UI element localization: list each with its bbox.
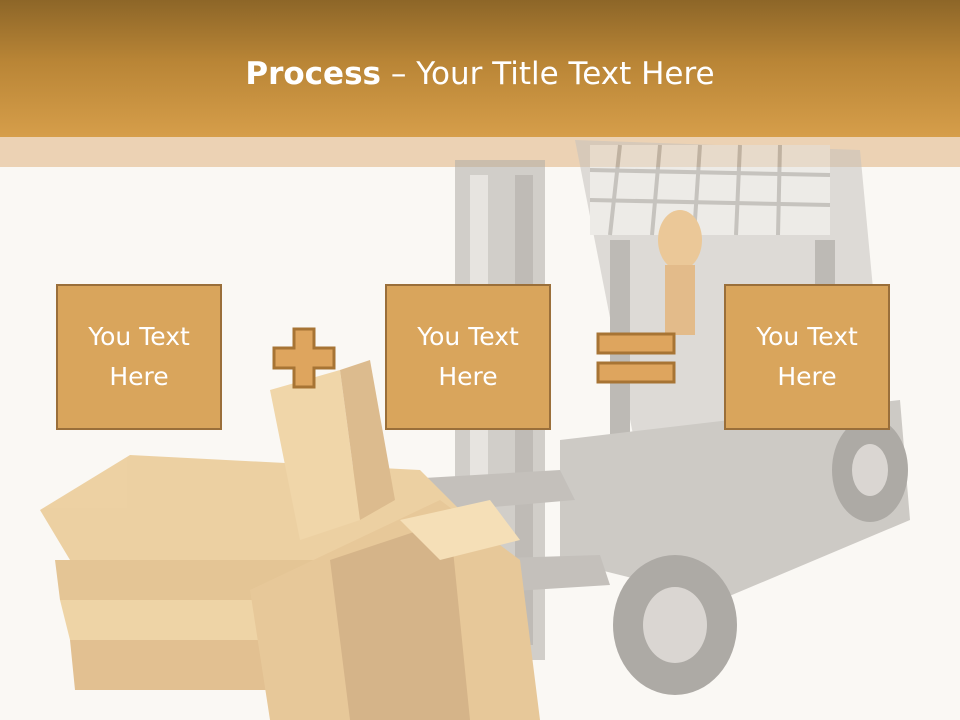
title-bar <box>0 0 960 137</box>
title-rest-text: – Your Title Text Here <box>381 56 715 92</box>
title-bold-text: Process <box>245 56 381 92</box>
text-box-3[interactable]: You Text Here <box>724 284 890 430</box>
page-title: Process – Your Title Text Here <box>0 52 960 96</box>
text-box-3-label: You Text Here <box>756 322 858 391</box>
text-box-1-label: You Text Here <box>88 322 190 391</box>
text-box-2-label: You Text Here <box>417 322 519 391</box>
text-box-2[interactable]: You Text Here <box>385 284 551 430</box>
plus-icon <box>272 327 336 389</box>
equals-icon <box>596 332 676 384</box>
text-box-1[interactable]: You Text Here <box>56 284 222 430</box>
